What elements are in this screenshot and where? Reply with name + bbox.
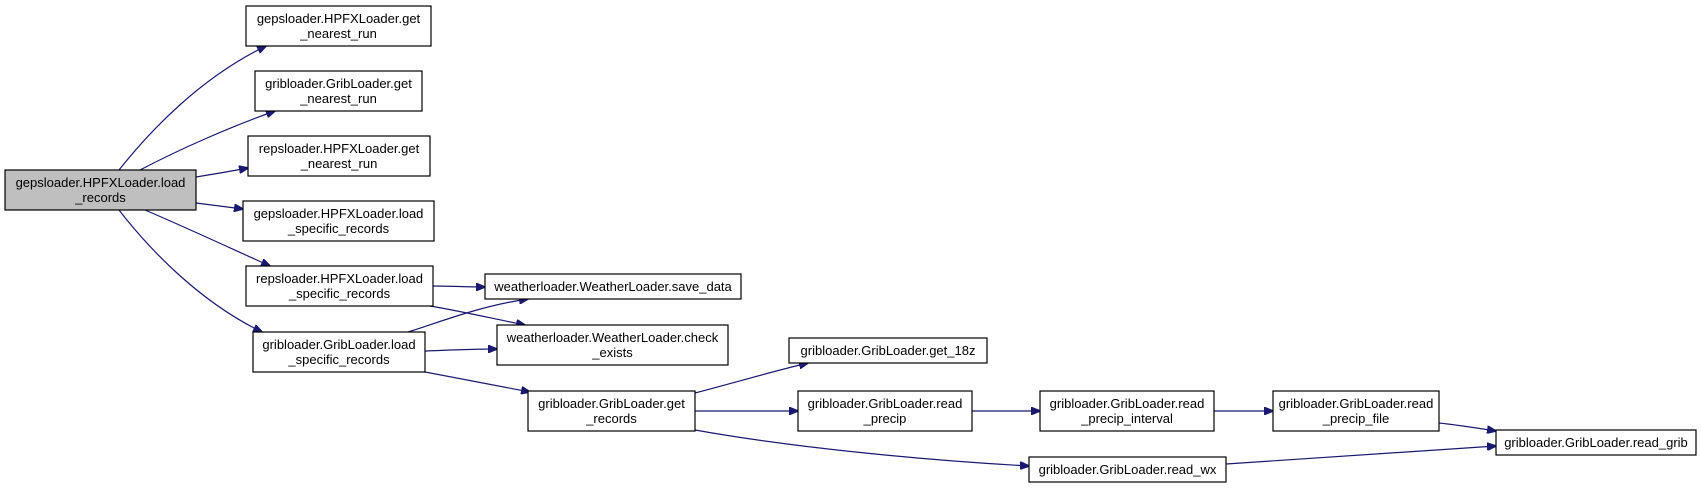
edge-reps_load_specific-to-check_exists	[429, 305, 525, 325]
node-box	[4, 169, 197, 211]
node-label: gribloader.GribLoader.load	[262, 337, 415, 352]
edge-root-to-grib_load_specific	[118, 209, 262, 332]
node-root[interactable]: gepsloader.HPFXLoader.load_records	[4, 169, 197, 211]
node-reps_load_specific[interactable]: repsloader.HPFXLoader.load_specific_reco…	[245, 265, 434, 307]
node-box	[252, 331, 426, 373]
node-box	[484, 273, 742, 300]
edge-root-to-grib_get_nearest_run	[139, 111, 275, 171]
node-box	[788, 337, 988, 364]
nodes-layer: gepsloader.HPFXLoader.load_recordsgepslo…	[4, 5, 1697, 483]
node-box	[797, 390, 973, 432]
node-grib_get_nearest_run[interactable]: gribloader.GribLoader.get_nearest_run	[254, 70, 423, 112]
node-geps_get_nearest_run[interactable]: gepsloader.HPFXLoader.get_nearest_run	[245, 5, 432, 47]
edge-read_precip_file-to-read_grib	[1438, 422, 1496, 431]
node-label: _nearest_run	[299, 91, 377, 106]
node-box	[1272, 390, 1440, 432]
node-label: _precip_interval	[1080, 411, 1173, 426]
node-box	[245, 265, 434, 307]
node-label: gepsloader.HPFXLoader.load	[254, 206, 424, 221]
node-label: gribloader.GribLoader.read	[1279, 396, 1434, 411]
edge-grib_load_specific-to-save_data	[407, 299, 528, 333]
node-save_data[interactable]: weatherloader.WeatherLoader.save_data	[484, 273, 742, 300]
edges-layer	[118, 46, 1496, 466]
edge-root-to-reps_get_nearest_run	[195, 168, 248, 178]
edge-root-to-reps_load_specific	[144, 209, 270, 266]
node-label: _records	[74, 190, 126, 205]
node-label: gribloader.GribLoader.get	[265, 76, 412, 91]
node-label: weatherloader.WeatherLoader.save_data	[493, 279, 732, 294]
node-box	[245, 5, 432, 47]
node-label: _exists	[591, 345, 633, 360]
node-label: _precip	[863, 411, 907, 426]
node-box	[247, 135, 431, 177]
node-label: gribloader.GribLoader.get_18z	[801, 343, 976, 358]
node-read_grib[interactable]: gribloader.GribLoader.read_grib	[1495, 429, 1697, 456]
node-label: weatherloader.WeatherLoader.check	[506, 330, 719, 345]
node-read_wx[interactable]: gribloader.GribLoader.read_wx	[1028, 456, 1227, 483]
node-label: gribloader.GribLoader.read_wx	[1039, 462, 1217, 477]
node-label: gepsloader.HPFXLoader.load	[16, 175, 186, 190]
node-label: _records	[585, 411, 637, 426]
node-check_exists[interactable]: weatherloader.WeatherLoader.check_exists	[496, 324, 729, 366]
node-read_precip_file[interactable]: gribloader.GribLoader.read_precip_file	[1272, 390, 1440, 432]
node-label: gribloader.GribLoader.read	[808, 396, 963, 411]
node-box	[254, 70, 423, 112]
node-label: _nearest_run	[299, 26, 377, 41]
edge-get_records-to-read_wx	[694, 429, 1029, 466]
edge-read_wx-to-read_grib	[1225, 446, 1496, 465]
node-box	[242, 200, 435, 242]
edge-grib_load_specific-to-get_records	[424, 371, 530, 392]
node-label: _nearest_run	[300, 156, 378, 171]
node-label: gribloader.GribLoader.read_grib	[1504, 435, 1688, 450]
node-reps_get_nearest_run[interactable]: repsloader.HPFXLoader.get_nearest_run	[247, 135, 431, 177]
node-get_records[interactable]: gribloader.GribLoader.get_records	[527, 390, 696, 432]
node-label: repsloader.HPFXLoader.get	[259, 141, 420, 156]
edge-root-to-geps_load_specific	[195, 202, 243, 209]
node-box	[1039, 390, 1215, 432]
node-label: repsloader.HPFXLoader.load	[256, 271, 423, 286]
node-geps_load_specific[interactable]: gepsloader.HPFXLoader.load_specific_reco…	[242, 200, 435, 242]
edge-reps_load_specific-to-save_data	[432, 286, 485, 287]
node-box	[496, 324, 729, 366]
node-get_18z[interactable]: gribloader.GribLoader.get_18z	[788, 337, 988, 364]
node-box	[1495, 429, 1697, 456]
node-label: _specific_records	[287, 221, 390, 236]
node-read_precip[interactable]: gribloader.GribLoader.read_precip	[797, 390, 973, 432]
edge-grib_load_specific-to-check_exists	[424, 349, 497, 351]
edge-get_records-to-get_18z	[694, 363, 808, 394]
node-box	[1028, 456, 1227, 483]
node-box	[527, 390, 696, 432]
node-label: _specific_records	[288, 286, 391, 301]
node-label: _specific_records	[287, 352, 390, 367]
node-label: gribloader.GribLoader.get	[538, 396, 685, 411]
node-label: _precip_file	[1322, 411, 1390, 426]
node-read_precip_interval[interactable]: gribloader.GribLoader.read_precip_interv…	[1039, 390, 1215, 432]
node-label: gribloader.GribLoader.read	[1050, 396, 1205, 411]
node-label: gepsloader.HPFXLoader.get	[257, 11, 421, 26]
edge-root-to-geps_get_nearest_run	[118, 46, 266, 171]
node-grib_load_specific[interactable]: gribloader.GribLoader.load_specific_reco…	[252, 331, 426, 373]
